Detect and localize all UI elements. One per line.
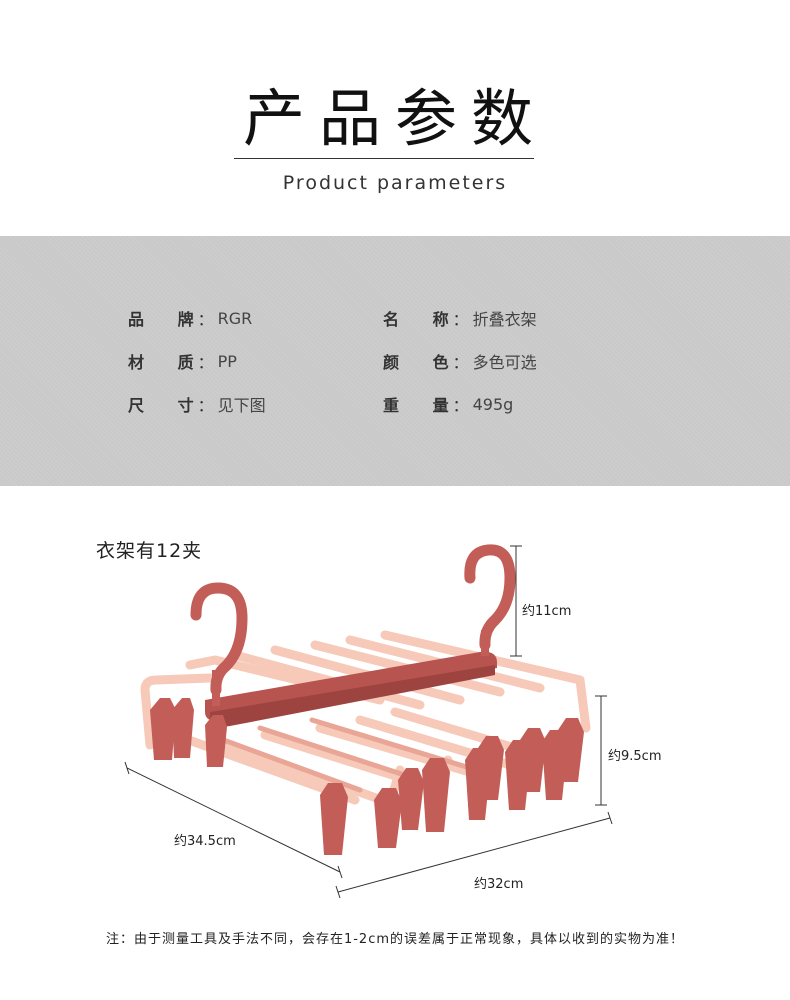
hanger-clips — [150, 698, 584, 855]
clip — [558, 718, 584, 782]
spec-colon: ： — [197, 396, 214, 415]
spec-size: 尺 寸：见下图 — [128, 392, 266, 416]
clip — [520, 728, 546, 792]
clip — [398, 768, 424, 830]
hanger-hook-right — [464, 544, 516, 651]
spec-colon: ： — [452, 310, 469, 329]
spec-label: 重 量 — [383, 396, 463, 415]
hook-stem-right — [481, 630, 489, 656]
page-subtitle: Product parameters — [282, 172, 508, 194]
dimension-lines — [124, 545, 613, 899]
footer-note: 注：由于测量工具及手法不同，会存在1-2cm的误差属于正常现象，具体以收到的实物… — [105, 932, 685, 947]
spec-value: PP — [217, 351, 237, 371]
spec-value: 折叠衣架 — [472, 310, 537, 329]
spec-label: 颜 色 — [383, 353, 463, 372]
clip — [150, 698, 176, 760]
dim-depth: 约34.5cm — [174, 834, 236, 849]
spec-colon: ： — [452, 353, 469, 372]
clip — [205, 715, 227, 767]
spec-label: 尺 寸 — [128, 396, 208, 415]
clip — [478, 736, 504, 800]
spec-colon: ： — [197, 310, 214, 329]
spec-value: 495g — [472, 394, 514, 414]
spec-value: 见下图 — [217, 396, 266, 415]
hanger-hook-left — [190, 582, 248, 696]
spec-name: 名 称：折叠衣架 — [383, 306, 537, 330]
spec-label: 材 质 — [128, 353, 208, 372]
dim-hook-height: 约11cm — [522, 604, 572, 619]
clip — [374, 788, 402, 848]
title-divider — [234, 158, 534, 159]
spec-label: 品 牌 — [128, 310, 208, 329]
clip — [172, 698, 194, 758]
dim-width: 约32cm — [474, 877, 524, 892]
hanger-center-bar — [205, 651, 498, 727]
spec-material: 材 质：PP — [128, 349, 237, 373]
spec-label: 名 称 — [383, 310, 463, 329]
spec-colon: ： — [452, 396, 469, 415]
spec-panel — [0, 236, 790, 486]
product-caption: 衣架有12夹 — [96, 540, 203, 562]
clip — [320, 783, 348, 855]
spec-brand: 品 牌：RGR — [128, 306, 252, 330]
spec-color: 颜 色：多色可选 — [383, 349, 537, 373]
hook-stem-left — [212, 670, 220, 706]
spec-colon: ： — [197, 353, 214, 372]
spec-weight: 重 量：495g — [383, 392, 513, 416]
spec-value: 多色可选 — [472, 353, 537, 372]
page-title: 产品参数 — [242, 82, 547, 155]
spec-value: RGR — [217, 308, 253, 328]
clip — [422, 758, 450, 832]
dim-body-height: 约9.5cm — [608, 749, 662, 764]
